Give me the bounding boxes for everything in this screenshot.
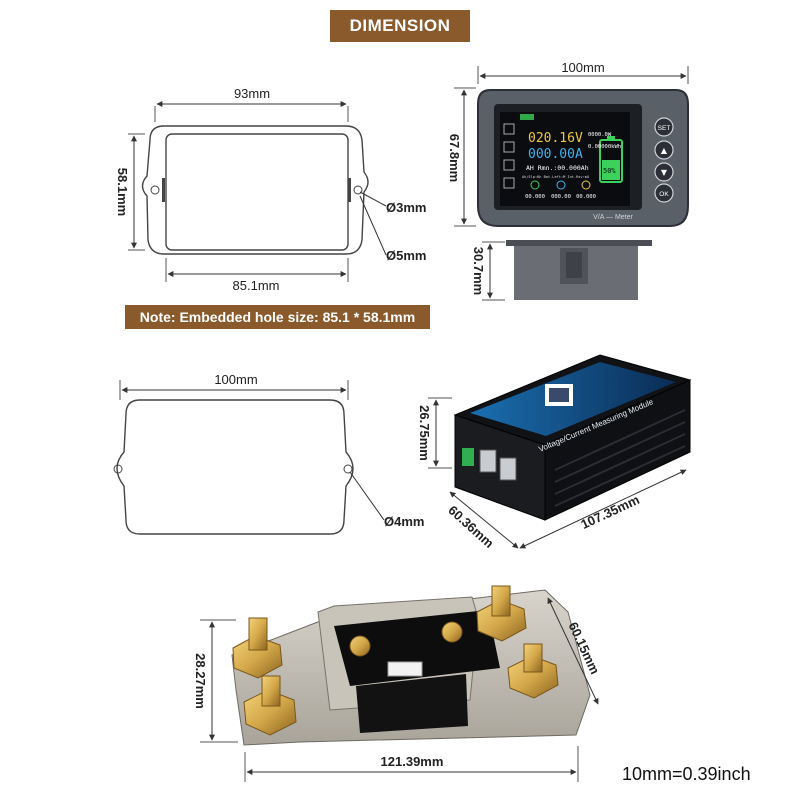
screen-percent: 50% bbox=[603, 167, 616, 175]
meter-depth-label: 30.7mm bbox=[471, 247, 486, 295]
up-button: ▲ bbox=[661, 146, 668, 155]
meter-side-view bbox=[482, 240, 652, 301]
screen-ah-remaining: AH Rmn.:00.000Ah bbox=[526, 164, 589, 172]
module-outline-width-label: 100mm bbox=[214, 372, 257, 387]
ok-button: OK bbox=[659, 191, 669, 198]
meter-front bbox=[454, 66, 689, 227]
module-hole-label: Ø4mm bbox=[384, 514, 424, 529]
screen-status-row: Ah/Elp:Kh Bat.Left:M Int.Rsv:mO bbox=[522, 175, 589, 179]
measuring-module bbox=[428, 354, 692, 549]
title-banner: DIMENSION bbox=[330, 10, 470, 42]
screen-energy: 0.00000kWh bbox=[588, 144, 621, 150]
cutout-outline bbox=[128, 101, 387, 282]
note-banner: Note: Embedded hole size: 85.1 * 58.1mm bbox=[125, 305, 430, 329]
shunt-width-label: 121.39mm bbox=[381, 754, 444, 769]
cutout-inner-width-label: 85.1mm bbox=[233, 278, 280, 293]
module-outline bbox=[113, 380, 385, 535]
shunt-height-label: 28.27mm bbox=[193, 653, 208, 709]
down-button: ▼ bbox=[661, 168, 668, 177]
hole-small-label: Ø3mm bbox=[386, 200, 426, 215]
screen-voltage: 020.16V bbox=[528, 131, 583, 146]
meter-brand: V/A — Meter bbox=[593, 214, 633, 221]
set-button: SET bbox=[658, 125, 671, 132]
cutout-height-label: 58.1mm bbox=[115, 168, 130, 216]
module-height-label: 26.75mm bbox=[417, 405, 432, 461]
screen-current: 000.00A bbox=[528, 147, 583, 162]
screen-power: 0000.0W bbox=[588, 132, 612, 138]
screen-reading-2: 000.00 bbox=[551, 194, 571, 200]
screen-reading-1: 00.000 bbox=[525, 194, 545, 200]
shunt bbox=[200, 585, 599, 782]
cutout-width-label: 93mm bbox=[234, 86, 270, 101]
hole-large-label: Ø5mm bbox=[386, 248, 426, 263]
screen-reading-3: 00.000 bbox=[576, 194, 596, 200]
meter-height-label: 67.8mm bbox=[447, 134, 462, 182]
conversion-note: 10mm=0.39inch bbox=[622, 764, 751, 784]
meter-width-label: 100mm bbox=[561, 60, 604, 75]
